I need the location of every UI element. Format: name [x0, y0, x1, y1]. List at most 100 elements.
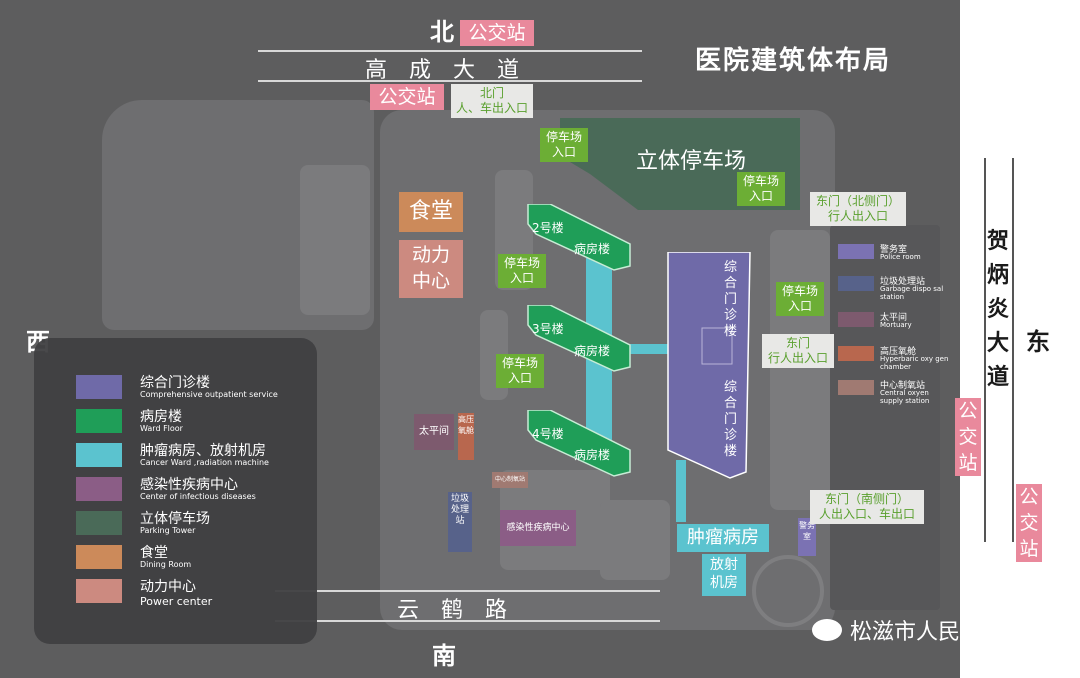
legend-swatch	[76, 375, 122, 399]
legend-swatch	[76, 443, 122, 467]
parking-entrance-line1: 停车场	[501, 356, 538, 370]
parking-entrance-line2: 入口	[507, 371, 532, 385]
bus-stop-east-lower: 公交站	[1016, 484, 1042, 562]
legend-cn: 感染性疾病中心	[140, 477, 238, 493]
parking-entrance-line2: 入口	[787, 299, 812, 313]
east-gate-north-line2: 行人出入口	[827, 209, 888, 223]
side-legend-en: Hyperbaric oxy gen chamber	[880, 355, 949, 371]
east-road-name: 贺炳炎大道	[986, 228, 1009, 390]
ward-4-number: 4号楼	[532, 427, 564, 441]
east-road-line-right	[1012, 158, 1014, 542]
side-legend-swatch	[838, 346, 874, 361]
legend-swatch	[76, 545, 122, 569]
parking-entrance-west-lower: 停车场 入口	[496, 354, 544, 388]
side-legend-cn: 高压氧舱	[880, 347, 917, 357]
legend-en: Comprehensive outpatient service	[140, 390, 278, 399]
legend-cn: 肿瘤病房、放射机房	[140, 443, 266, 459]
parking-entrance-line2: 入口	[748, 189, 773, 203]
legend-cn: 立体停车场	[140, 511, 210, 527]
garbage-station-building: 垃圾处理站	[448, 492, 472, 552]
watermark-text: 松滋市人民医院	[850, 620, 1005, 645]
radiation-line2: 机房	[710, 575, 738, 591]
parking-entrance-line2: 入口	[551, 145, 576, 159]
power-center-line1: 动力	[411, 244, 450, 266]
ward-3-name: 病房楼	[574, 344, 611, 358]
legend-cn: 综合门诊楼	[140, 375, 210, 391]
side-legend-cn: 垃圾处理站	[880, 277, 926, 287]
east-gate-south-label: 东门（南侧门） 人出入口、车出口	[810, 490, 924, 524]
north-gate-line1: 北门	[479, 86, 504, 100]
north-road-line-top	[258, 50, 642, 52]
ward-4-shape	[527, 410, 631, 477]
oxygen-station-building: 中心制氧站	[492, 472, 528, 488]
map-title: 医院建筑体布局	[695, 46, 892, 76]
outpatient-label-lower: 综合门诊楼	[724, 380, 738, 459]
legend-en: Parking Tower	[140, 526, 196, 535]
south-road-line-bottom	[275, 620, 660, 622]
side-legend-swatch	[838, 244, 874, 259]
side-legend-en: Mortuary	[880, 321, 912, 329]
hyperbaric-building: 高压氧舱	[458, 413, 474, 460]
side-legend-en: Police room	[880, 253, 921, 261]
power-center-line2: 中心	[411, 270, 450, 292]
radiation-building: 放射 机房	[702, 554, 746, 596]
ward-3-number: 3号楼	[532, 322, 564, 336]
side-legend-cn: 中心制氧站	[880, 381, 926, 391]
north-gate-line2: 人、车出入口	[455, 101, 528, 115]
parking-entrance-line1: 停车场	[742, 174, 779, 188]
mortuary-building: 太平间	[414, 414, 454, 450]
parking-entrance-line2: 入口	[509, 271, 534, 285]
compass-east: 东	[1026, 327, 1050, 356]
legend-swatch	[76, 409, 122, 433]
parking-entrance-east: 停车场 入口	[776, 282, 824, 316]
power-center-building: 动力 中心	[399, 240, 463, 298]
infectious-center-building: 感染性疾病中心	[500, 510, 576, 546]
east-gate-south-line2: 人出入口、车出口	[818, 507, 915, 521]
canteen-building: 食堂	[399, 192, 463, 232]
outpatient-building-shape	[667, 252, 751, 479]
ward-3-shape	[527, 305, 631, 372]
side-legend-en: Central oxyen supply station	[880, 389, 930, 405]
ward-2-shape	[527, 204, 631, 271]
east-road-line-left	[984, 158, 986, 542]
tumor-ward-building: 肿瘤病房	[677, 524, 769, 552]
block-inner-5	[600, 500, 670, 580]
block-inner-6	[770, 230, 830, 510]
east-gate-label: 东门 行人出入口	[762, 334, 834, 368]
legend-en: Ward Floor	[140, 424, 183, 433]
legend-cn: 食堂	[140, 545, 168, 561]
outpatient-label-upper: 综合门诊楼	[724, 260, 738, 339]
side-legend-cn: 太平间	[880, 313, 908, 323]
side-legend-swatch	[838, 276, 874, 291]
police-building: 警务室	[798, 518, 816, 556]
roundabout	[752, 555, 824, 627]
compass-south: 南	[432, 641, 456, 670]
east-gate-north-line1: 东门（北侧门）	[815, 194, 900, 208]
legend-en: Dining Room	[140, 560, 192, 569]
north-road-line-bottom	[258, 80, 642, 82]
east-gate-line1: 东门	[785, 336, 810, 350]
north-road-name: 高成大道	[365, 58, 542, 83]
side-legend-swatch	[838, 312, 874, 327]
east-gate-south-line1: 东门（南侧门）	[824, 492, 909, 506]
ward-2-name: 病房楼	[574, 242, 611, 256]
wechat-icon	[812, 619, 842, 641]
legend-cn: 动力中心	[140, 579, 196, 595]
parking-entrance-line1: 停车场	[503, 256, 540, 270]
side-legend-en: Garbage dispo sal station	[880, 285, 944, 301]
parking-entrance-line1: 停车场	[781, 284, 818, 298]
parking-entrance-northeast: 停车场 入口	[737, 172, 785, 206]
side-legend-swatch	[838, 380, 874, 395]
radiation-line1: 放射	[710, 557, 738, 573]
north-gate-label: 北门 人、车出入口	[451, 84, 533, 118]
map-background: 高成大道 云鹤路 北 南 西 医院建筑体布局 公交站 公交站 北门 人、车出入口…	[0, 0, 960, 678]
legend-en: Power center	[140, 595, 213, 608]
south-road-line-top	[275, 590, 660, 592]
bus-stop-east: 公交站	[955, 398, 981, 476]
south-connector	[676, 460, 686, 522]
bus-stop-north: 公交站	[370, 84, 444, 110]
compass-north: 北	[430, 17, 454, 46]
side-legend-cn: 警务室	[880, 245, 908, 255]
legend-en: Cancer Ward ,radiation machine	[140, 458, 269, 467]
